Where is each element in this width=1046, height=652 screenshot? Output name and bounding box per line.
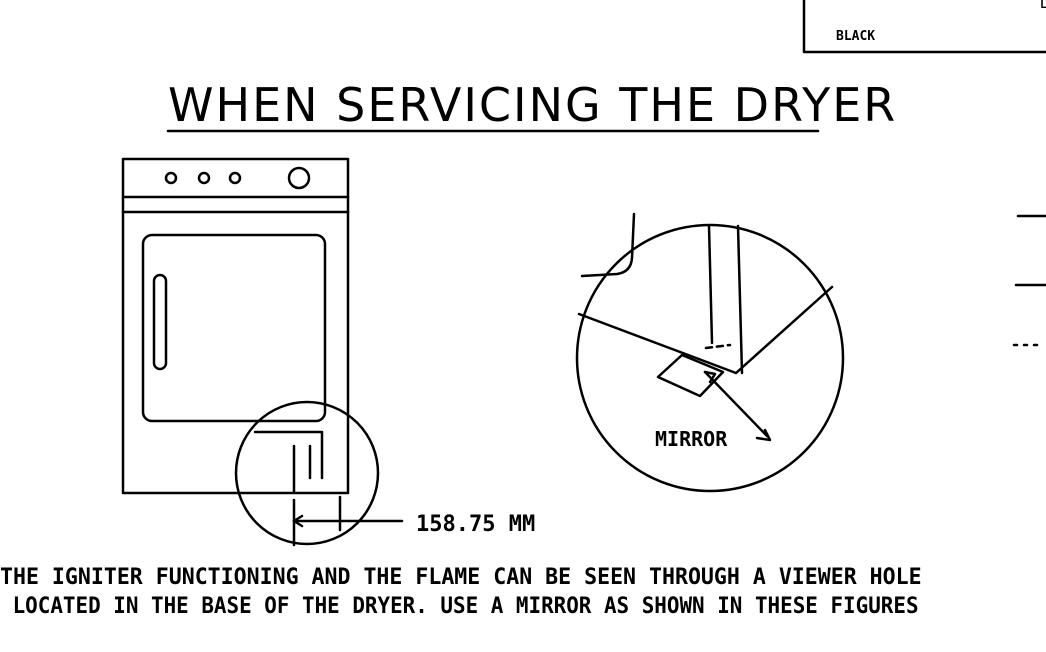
caption-line-1: THE IGNITER FUNCTIONING AND THE FLAME CA…	[0, 565, 922, 590]
mirror-arrow-tip	[703, 370, 717, 384]
door-handle	[152, 273, 168, 371]
mirror-arrow-head	[755, 428, 772, 442]
dryer-cabinet	[121, 157, 350, 495]
viewer-hole-dashed	[704, 343, 732, 350]
caption-line-2: LOCATED IN THE BASE OF THE DRYER. USE A …	[0, 594, 919, 619]
dimension-arrow-head	[292, 514, 304, 528]
floor-edge-right	[734, 285, 834, 375]
control-knob-3	[228, 171, 242, 185]
dimension-indicator: 158.75 MM	[292, 495, 535, 547]
mirror-leader-line	[703, 370, 769, 438]
dimension-label: 158.75 MM	[416, 512, 535, 537]
right-edge-legend-marks	[1012, 214, 1046, 347]
mirror-detail-circle	[575, 223, 845, 493]
floor-edge-left	[577, 312, 738, 375]
cabinet-edge-vertical	[707, 224, 714, 345]
control-knob-1	[164, 171, 178, 185]
control-knob-large	[287, 166, 311, 190]
cabinet-edge-long-vertical	[736, 224, 744, 375]
control-knob-2	[197, 171, 211, 185]
magnify-circle	[234, 400, 380, 546]
dryer-door	[141, 233, 327, 423]
corner-legend-box: BLACK L	[802, 0, 1046, 54]
cabinet-corner-line	[580, 212, 636, 278]
mirror-label: MIRROR	[655, 427, 728, 451]
corner-legend-partial-char: L	[1040, 0, 1046, 11]
mirror-detail-view: MIRROR	[575, 212, 845, 493]
corner-legend-black-label: BLACK	[836, 29, 875, 44]
mirror-shape	[656, 353, 725, 398]
page-title: WHEN SERVICING THE DRYER	[168, 78, 897, 132]
dryer-front-view	[121, 157, 380, 546]
viewer-hole-outline	[253, 430, 324, 480]
